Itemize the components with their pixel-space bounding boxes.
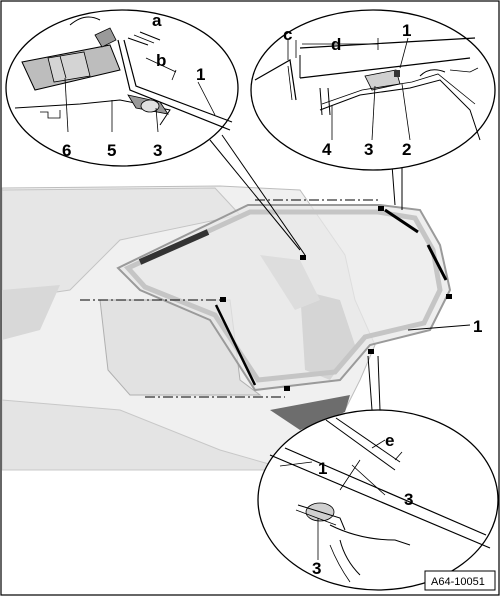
callout-tr-3: 3 [364,140,373,159]
marker-bottom-right [368,349,374,354]
detail-leaders [209,134,403,411]
callout-tr-d: d [331,35,341,54]
door-frame [2,285,60,340]
glass-border [123,209,443,383]
reference-id-box [424,570,496,591]
seal-strip [138,229,210,265]
lower-dark-strip [270,395,350,430]
construction-lines [80,199,378,398]
detail-circle-top-left [5,9,239,167]
callout-labels: a b 1 6 5 3 c d 1 4 3 2 1 e 1 3 3 [62,11,482,578]
callout-main-1: 1 [473,317,482,336]
callout-tl-3: 3 [153,141,162,160]
edge-bond-right [426,244,448,281]
reference-id: A64-10051 [431,576,485,588]
detail-circle-top-right [250,9,496,171]
callout-br-3a: 3 [404,490,413,509]
callout-tl-6: 6 [62,141,71,160]
callout-tr-4: 4 [322,140,332,159]
callout-tr-c: c [283,25,292,44]
callout-tl-b: b [156,51,166,70]
edge-bond-lower [214,304,257,386]
callout-tl-a: a [152,11,162,30]
side-panel [1,399,291,471]
callout-br-1: 1 [318,459,327,478]
callout-br-e: e [385,431,394,450]
marker-top [378,206,384,211]
callout-tr-1: 1 [402,21,411,40]
callout-tl-1: 1 [196,65,205,84]
callout-br-3b: 3 [312,559,321,578]
callout-tr-2: 2 [402,140,411,159]
edge-bond-top-right [384,208,419,234]
marker-left [220,297,226,302]
callout-tl-5: 5 [107,141,116,160]
windshield-glass [116,204,452,392]
marker-bottom [284,386,290,391]
glass-pane [116,204,452,392]
marker-upper [300,255,306,260]
detail-circle-bottom-right [257,409,499,591]
marker-right [446,294,452,299]
main-leader-1 [407,324,471,331]
